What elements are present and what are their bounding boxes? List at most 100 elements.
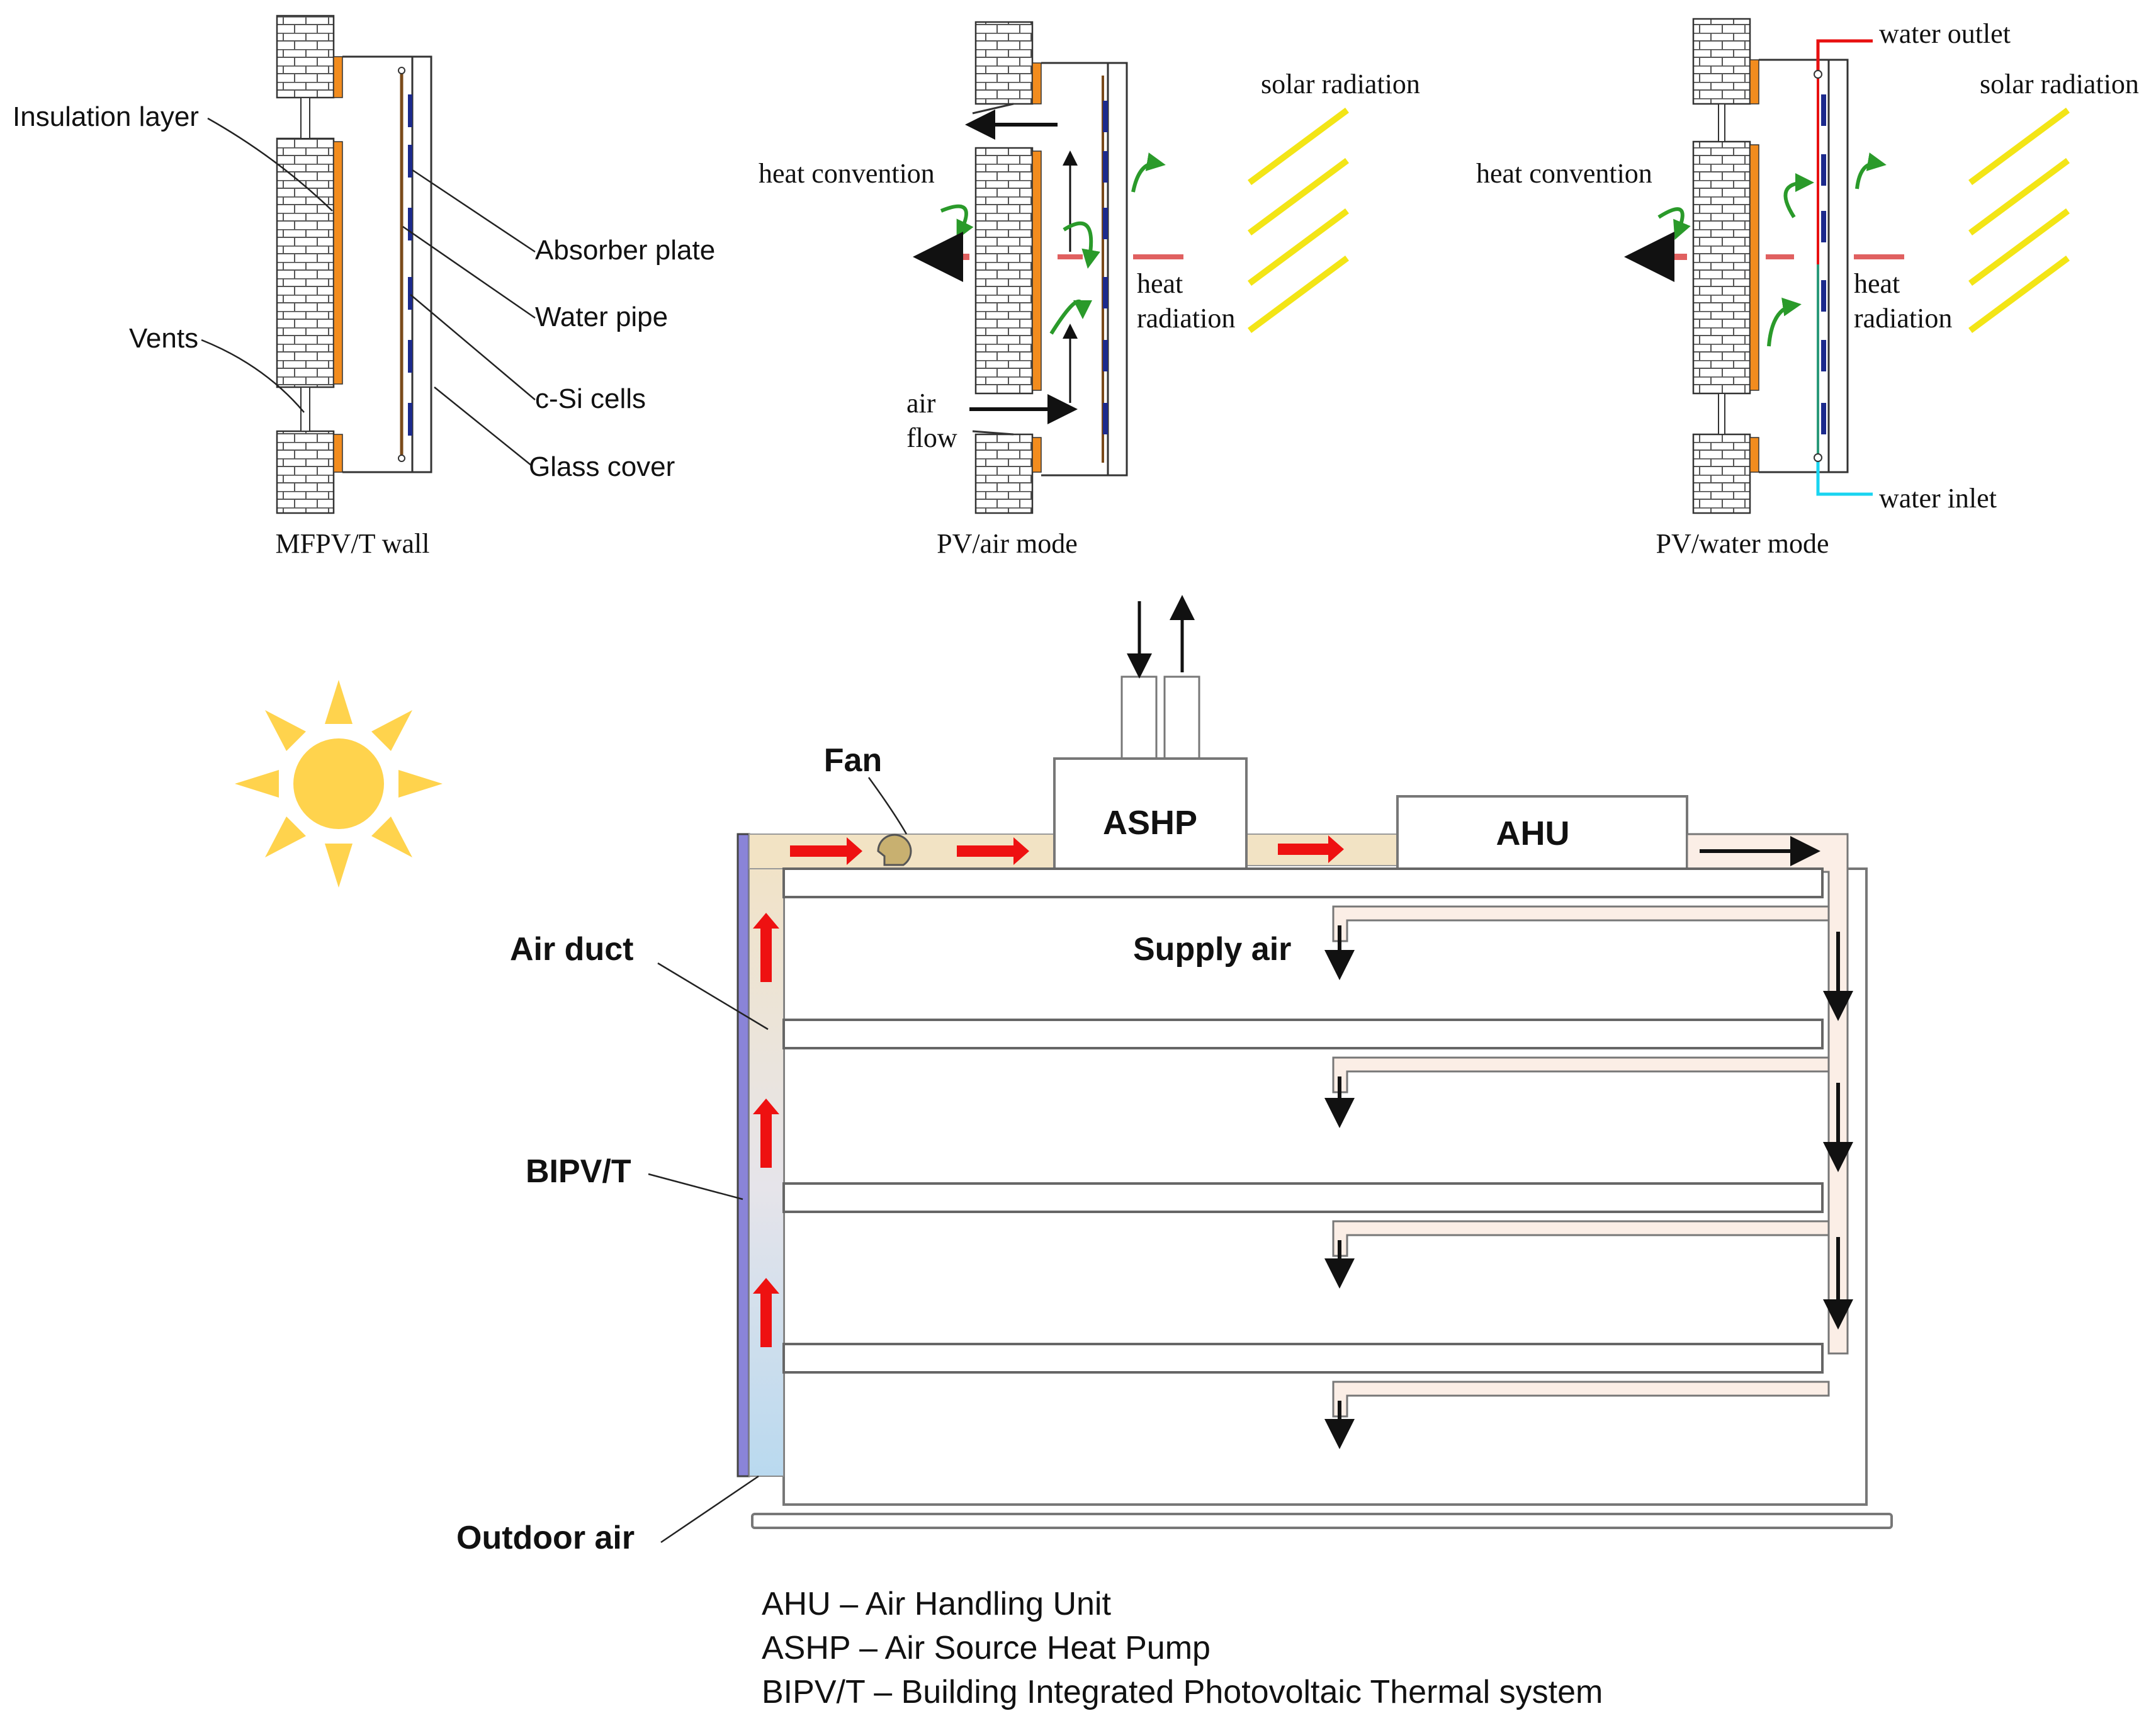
label-solar-radiation: solar radiation: [1261, 69, 1420, 99]
leader-vents: [201, 339, 305, 413]
insulation-strip: [1032, 437, 1042, 473]
glass-cover: [411, 55, 432, 473]
leader-water-pipe: [402, 225, 536, 319]
leader-cells: [410, 294, 536, 400]
convection-arrow-icon: [1131, 152, 1166, 193]
ashp-label: ASHP: [1103, 804, 1197, 842]
pv-cells: [1103, 101, 1108, 434]
panel-pv-water-mode: water outlet water inlet heat convention…: [1476, 18, 2139, 559]
leader-glass: [434, 387, 533, 466]
label-water-pipe: Water pipe: [535, 302, 668, 332]
label-radiation: radiation: [1137, 303, 1235, 334]
leader-air-duct: [657, 962, 769, 1031]
pv-cells: [408, 94, 412, 436]
damper-lower: [972, 430, 1014, 436]
convection-arrow-icon: [1049, 299, 1092, 335]
label-solar-radiation: solar radiation: [1980, 69, 2139, 99]
leader-bipvt: [648, 1173, 743, 1200]
ground-slab: [751, 1513, 1893, 1529]
insulation-strip: [333, 56, 343, 98]
pipe-node: [1814, 453, 1822, 462]
brick-wall-bottom: [974, 433, 1034, 514]
leader-absorber: [412, 169, 536, 253]
label-heat-convention: heat convention: [1476, 158, 1652, 189]
brick-wall-top: [276, 14, 335, 99]
legend-item: AHU – Air Handling Unit: [762, 1586, 1111, 1622]
panel-mfpvt-wall: Insulation layer Absorber plate Water pi…: [13, 14, 715, 559]
fan-label: Fan: [824, 742, 882, 779]
vent-upper: [300, 97, 310, 139]
supply-arrows: [1324, 836, 1853, 1449]
convection-arrow-icon: [1767, 297, 1802, 347]
legend-item: ASHP – Air Source Heat Pump: [762, 1630, 1211, 1666]
insulation-strip: [1032, 150, 1042, 391]
building-schematic: ASHP AHU Fan: [235, 595, 1893, 1556]
solar-radiation-arrows: [1248, 107, 1349, 334]
ashp-unit: [1053, 757, 1248, 870]
ahu-label: AHU: [1496, 815, 1570, 852]
insulation-strip: [1749, 437, 1759, 473]
leader-outdoor-air: [660, 1475, 759, 1544]
supply-air-label: Supply air: [1133, 931, 1291, 968]
legend-item: BIPV/T – Building Integrated Photovoltai…: [762, 1674, 1603, 1710]
fan-icon: [877, 833, 912, 866]
glass-cover: [1107, 62, 1128, 477]
label-vents: Vents: [129, 323, 198, 354]
label-heat-convention: heat convention: [759, 158, 935, 189]
leader-insulation: [207, 117, 333, 212]
caption-pv-air-mode: PV/air mode: [937, 528, 1078, 559]
brick-wall-top: [974, 21, 1034, 105]
pipe-node: [398, 455, 405, 462]
outdoor-air-label: Outdoor air: [456, 1520, 635, 1556]
floor-slabs: [782, 867, 1824, 1374]
panel-pv-air-mode: heat convention solar radiation heat rad…: [759, 21, 1420, 559]
glass-cover: [1827, 59, 1849, 473]
brick-wall-bottom: [276, 430, 335, 514]
caption-mfpvt-wall: MFPV/T wall: [276, 528, 430, 559]
sun-icon: [235, 680, 443, 888]
label-insulation-layer: Insulation layer: [13, 101, 199, 132]
bipvt-label: BIPV/T: [526, 1153, 631, 1190]
label-glass-cover: Glass cover: [529, 451, 675, 482]
label-water-inlet: water inlet: [1879, 483, 1997, 514]
floor-branch-ducts: [1332, 905, 1830, 1418]
vent-upper: [1718, 103, 1725, 142]
insulation-strip: [1032, 62, 1042, 105]
solar-radiation-arrows: [1968, 107, 2070, 334]
ahu-unit: [1396, 795, 1688, 870]
water-outlet-pipe: [1816, 39, 1873, 72]
brick-wall-middle: [276, 137, 335, 388]
leader-fan: [867, 777, 908, 835]
vent-lower: [1718, 393, 1725, 435]
label-water-outlet: water outlet: [1879, 18, 2011, 49]
label-heat: heat: [1137, 268, 1183, 299]
pipe-node: [1814, 70, 1822, 79]
label-radiation: radiation: [1854, 303, 1952, 334]
convection-arrow-icon: [1783, 173, 1814, 218]
convection-arrow-icon: [1657, 207, 1691, 240]
brick-wall-bottom: [1692, 433, 1751, 514]
convection-arrow-icon: [1855, 152, 1887, 189]
brick-wall-middle: [1692, 140, 1751, 395]
caption-pv-water-mode: PV/water mode: [1656, 528, 1829, 559]
pv-cells: [1821, 94, 1826, 434]
label-air: air: [906, 388, 936, 419]
label-heat: heat: [1854, 268, 1900, 299]
insulation-strip: [1749, 59, 1759, 105]
damper-upper: [972, 103, 1014, 115]
label-c-si-cells: c-Si cells: [535, 383, 646, 414]
ashp-exhaust: [1163, 675, 1200, 760]
insulation-strip: [333, 434, 343, 473]
label-flow: flow: [906, 422, 957, 453]
brick-wall-top: [1692, 18, 1751, 105]
label-absorber-plate: Absorber plate: [535, 235, 715, 266]
red-flow-arrows: [753, 835, 1344, 1347]
convection-arrow-icon: [1063, 222, 1100, 269]
insulation-strip: [333, 141, 343, 385]
legend: AHU – Air Handling Unit ASHP – Air Sourc…: [762, 1586, 1603, 1710]
pipe-node: [398, 67, 405, 74]
convection-arrow-icon: [940, 204, 974, 240]
insulation-strip: [1749, 144, 1759, 391]
pv-facade-panel: [737, 833, 750, 1477]
